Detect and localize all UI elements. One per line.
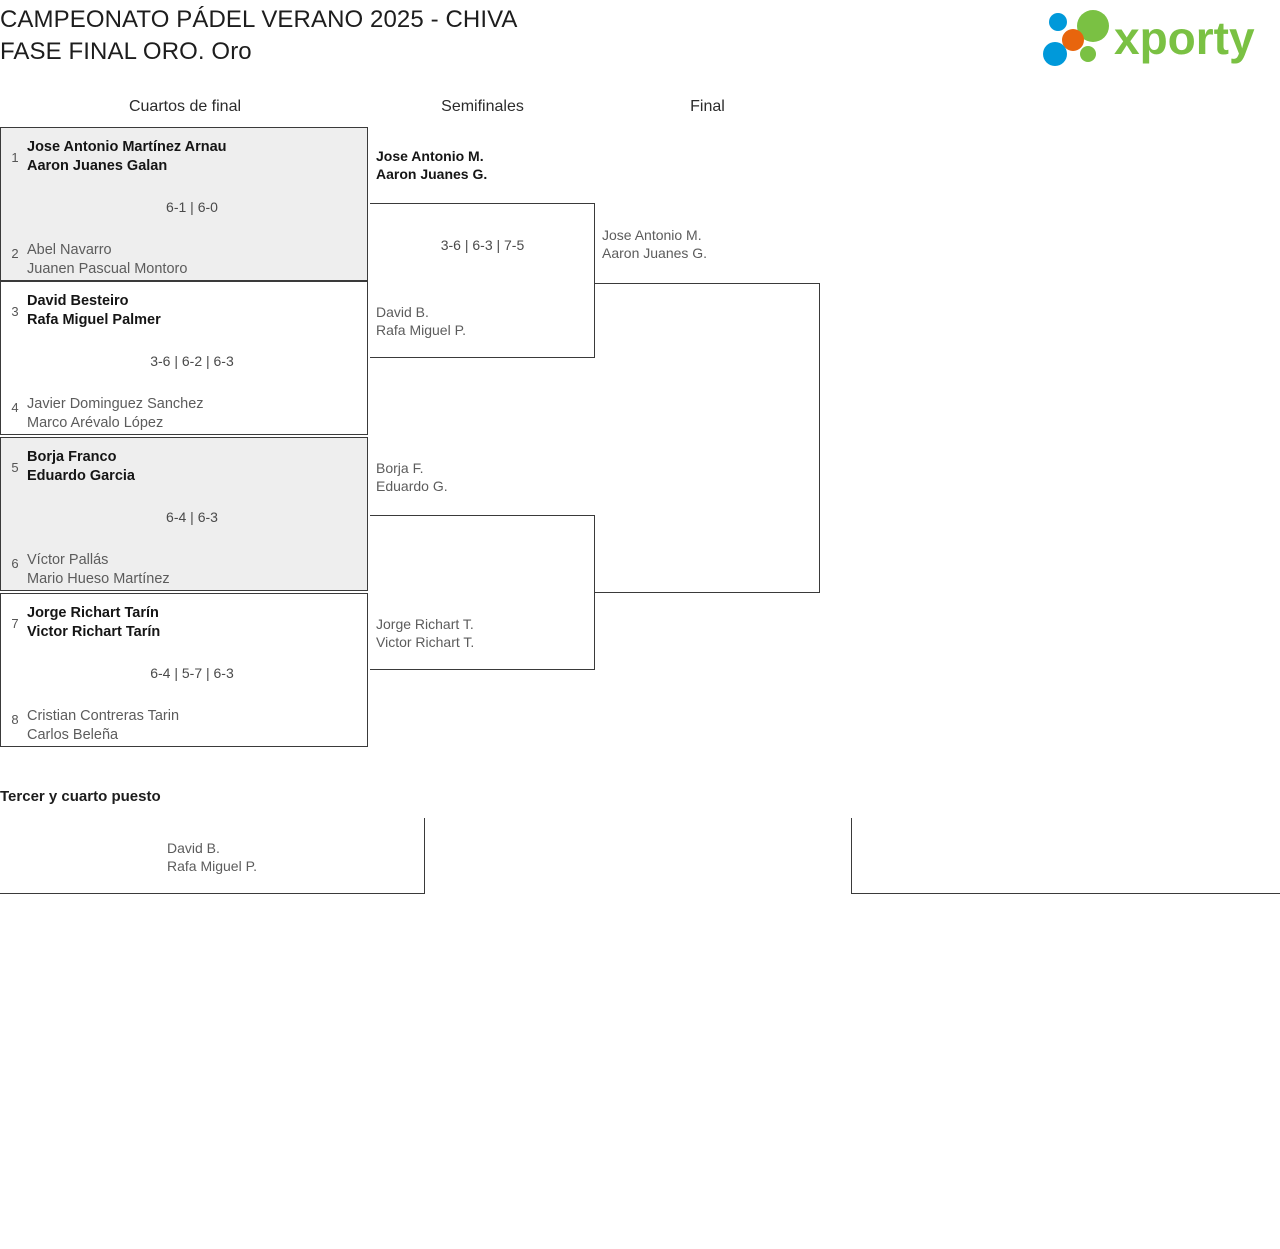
seed-number: 8 xyxy=(11,712,19,727)
seed-number: 2 xyxy=(11,246,19,261)
player-name: David Besteiro xyxy=(27,293,129,309)
final-team-top[interactable]: Jose Antonio M. Aaron Juanes G. xyxy=(602,226,707,262)
third-place-team[interactable]: David B. Rafa Miguel P. xyxy=(167,839,257,875)
player-name: Aaron Juanes Galan xyxy=(27,157,168,174)
tournament-name: CAMPEONATO PÁDEL VERANO 2025 - CHIVA xyxy=(0,6,518,33)
player-name: Eduardo Garcia xyxy=(27,467,135,484)
player-name: Borja Franco xyxy=(27,449,117,465)
match-quarterfinal-2[interactable]: 3 David Besteiro Rafa Miguel Palmer 3-6 … xyxy=(0,281,368,435)
player-name: Cristian Contreras Tarin xyxy=(27,708,180,724)
match-score: 3-6 | 6-3 | 7-5 xyxy=(440,237,525,253)
page-title: CAMPEONATO PÁDEL VERANO 2025 - CHIVA FAS… xyxy=(0,4,900,68)
team-bottom[interactable]: Javier Dominguez Sanchez Marco Arévalo L… xyxy=(27,395,357,432)
round-header-quarterfinals: Cuartos de final xyxy=(128,98,242,115)
match-score: 6-1 | 6-0 xyxy=(166,199,218,215)
team-bottom[interactable]: Víctor Pallás Mario Hueso Martínez xyxy=(27,551,357,588)
player-name: Abel Navarro xyxy=(27,242,112,258)
round-header-semifinals: Semifinales xyxy=(441,98,524,115)
logo-dot-orange xyxy=(1062,29,1084,51)
player-name: Carlos Beleña xyxy=(27,726,119,743)
team-bottom[interactable]: Abel Navarro Juanen Pascual Montoro xyxy=(27,241,357,278)
player-name: Víctor Pallás xyxy=(27,552,109,568)
player-name: Javier Dominguez Sanchez xyxy=(27,396,204,412)
semifinal-2-team-top[interactable]: Borja F. Eduardo G. xyxy=(376,459,448,495)
seed-number: 3 xyxy=(11,304,19,319)
match-quarterfinal-1[interactable]: 1 Jose Antonio Martínez Arnau Aaron Juan… xyxy=(0,127,368,281)
player-name: Marco Arévalo López xyxy=(27,414,164,431)
logo-dot-blue-small xyxy=(1049,13,1067,31)
logo-dot-green-large xyxy=(1077,10,1109,42)
logo-dot-green-small xyxy=(1080,46,1096,62)
seed-number: 6 xyxy=(11,556,19,571)
semifinal-1-team-top[interactable]: Jose Antonio M. Aaron Juanes G. xyxy=(376,147,487,183)
semifinal-2-team-bottom[interactable]: Jorge Richart T. Victor Richart T. xyxy=(376,615,474,651)
team-top[interactable]: Jose Antonio Martínez Arnau Aaron Juanes… xyxy=(27,138,357,175)
logo-wordmark: xporty xyxy=(1114,12,1255,64)
match-score: 3-6 | 6-2 | 6-3 xyxy=(150,353,234,369)
player-name: Eduardo G. xyxy=(376,478,448,494)
match-score: 6-4 | 6-3 xyxy=(166,509,218,525)
tournament-phase: FASE FINAL ORO. Oro xyxy=(0,38,252,65)
player-name: Aaron Juanes G. xyxy=(376,166,488,182)
player-name: Jose Antonio Martínez Arnau xyxy=(27,139,227,155)
player-name: David B. xyxy=(167,840,220,856)
player-name: Rafa Miguel P. xyxy=(376,322,467,338)
match-quarterfinal-4[interactable]: 7 Jorge Richart Tarín Victor Richart Tar… xyxy=(0,593,368,747)
player-name: Jose Antonio M. xyxy=(376,148,484,164)
player-name: Jose Antonio M. xyxy=(602,227,702,243)
match-quarterfinal-3[interactable]: 5 Borja Franco Eduardo Garcia 6-4 | 6-3 … xyxy=(0,437,368,591)
player-name: Rafa Miguel P. xyxy=(167,858,258,874)
team-bottom[interactable]: Cristian Contreras Tarin Carlos Beleña xyxy=(27,707,357,744)
match-score: 6-4 | 5-7 | 6-3 xyxy=(150,665,234,681)
match-semifinal-2[interactable] xyxy=(370,515,595,670)
player-name: Jorge Richart T. xyxy=(376,616,474,632)
semifinal-1-team-bottom[interactable]: David B. Rafa Miguel P. xyxy=(376,303,466,339)
third-place-bracket-right[interactable] xyxy=(851,818,1280,894)
team-top[interactable]: Jorge Richart Tarín Victor Richart Tarín xyxy=(27,604,357,641)
xporty-logo[interactable]: xporty xyxy=(1038,4,1274,70)
logo-dots-group xyxy=(1043,10,1109,66)
team-top[interactable]: David Besteiro Rafa Miguel Palmer xyxy=(27,292,357,329)
third-place-bracket-left[interactable] xyxy=(0,818,425,894)
player-name: Jorge Richart Tarín xyxy=(27,605,159,621)
player-name: Aaron Juanes G. xyxy=(602,245,708,261)
match-final[interactable] xyxy=(595,283,820,593)
seed-number: 5 xyxy=(11,460,19,475)
player-name: Victor Richart T. xyxy=(376,634,475,650)
player-name: Mario Hueso Martínez xyxy=(27,570,170,587)
seed-number: 7 xyxy=(11,616,19,631)
seed-number: 1 xyxy=(11,150,19,165)
third-place-title: Tercer y cuarto puesto xyxy=(0,788,161,805)
team-top[interactable]: Borja Franco Eduardo Garcia xyxy=(27,448,357,485)
logo-dot-blue-large xyxy=(1043,42,1067,66)
seed-number: 4 xyxy=(11,400,19,415)
player-name: Rafa Miguel Palmer xyxy=(27,311,161,328)
player-name: David B. xyxy=(376,304,429,320)
round-header-final: Final xyxy=(690,98,725,115)
player-name: Borja F. xyxy=(376,460,424,476)
player-name: Juanen Pascual Montoro xyxy=(27,260,188,277)
match-semifinal-1[interactable]: 3-6 | 6-3 | 7-5 xyxy=(370,203,595,358)
player-name: Victor Richart Tarín xyxy=(27,623,161,640)
